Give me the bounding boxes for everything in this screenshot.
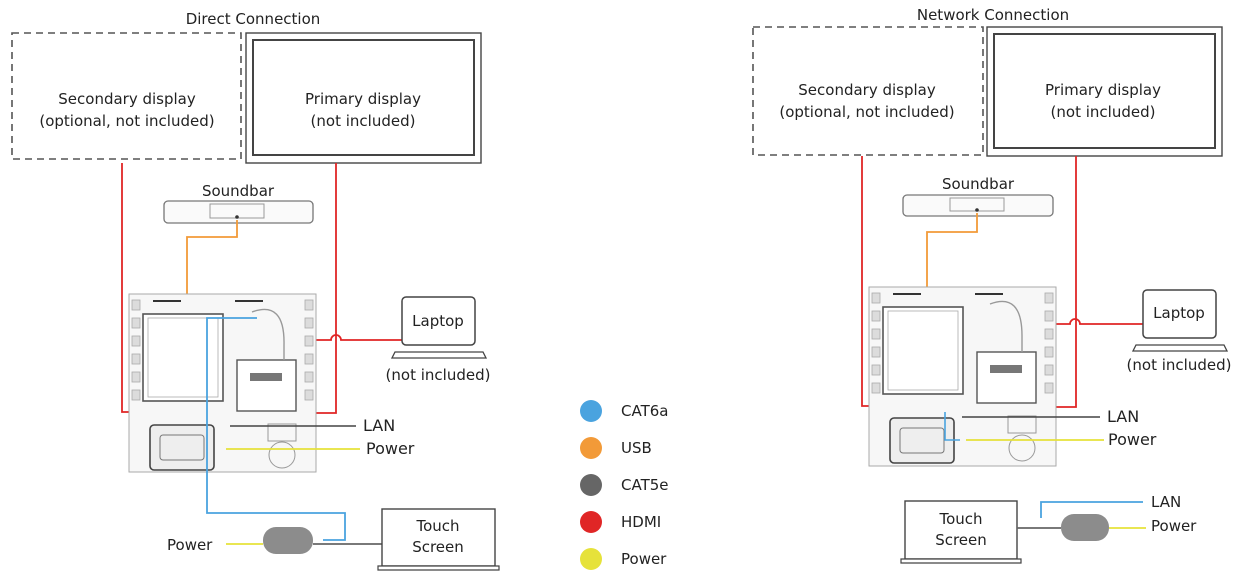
direct-laptop-note: (not included) xyxy=(386,366,491,384)
direct-touch-label-1: Touch xyxy=(415,517,459,535)
legend: CAT6a USB CAT5e HDMI Power xyxy=(580,400,669,570)
network-equipment-rack xyxy=(868,286,1057,467)
network-secondary-note: (optional, not included) xyxy=(779,103,954,121)
direct-primary-display: Primary display (not included) xyxy=(245,32,482,164)
network-lan-label: LAN xyxy=(1107,407,1139,426)
direct-laptop-label: Laptop xyxy=(412,312,464,330)
network-power-injector xyxy=(1061,514,1109,541)
direct-laptop: Laptop (not included) xyxy=(386,296,491,384)
svg-text:HDMI: HDMI xyxy=(621,513,661,531)
direct-power-label: Power xyxy=(366,439,415,458)
network-primary-display: Primary display (not included) xyxy=(986,26,1223,157)
network-power-label: Power xyxy=(1108,430,1157,449)
network-primary-note: (not included) xyxy=(1051,103,1156,121)
network-laptop-label: Laptop xyxy=(1153,304,1205,322)
direct-primary-label: Primary display xyxy=(305,90,421,108)
network-soundbar: Soundbar xyxy=(902,175,1054,217)
direct-lan-label: LAN xyxy=(363,416,395,435)
legend-item-usb: USB xyxy=(580,437,652,459)
direct-secondary-note: (optional, not included) xyxy=(39,112,214,130)
direct-cat6a-cable xyxy=(206,317,346,541)
direct-secondary-label: Secondary display xyxy=(58,90,196,108)
network-touch-screen: Touch Screen xyxy=(900,500,1022,564)
legend-item-power: Power xyxy=(580,548,667,570)
network-secondary-display: Secondary display (optional, not include… xyxy=(752,26,984,156)
network-touch-power-label: Power xyxy=(1151,517,1197,535)
legend-item-cat6a: CAT6a xyxy=(580,400,668,422)
network-touch-label-2: Screen xyxy=(935,531,987,549)
network-primary-label: Primary display xyxy=(1045,81,1161,99)
svg-text:Power: Power xyxy=(621,550,667,568)
direct-soundbar-label: Soundbar xyxy=(202,182,275,200)
network-touch-lan-label: LAN xyxy=(1151,493,1181,511)
network-connection-panel: Network Connection Secondary display (op… xyxy=(752,6,1232,564)
direct-soundbar: Soundbar xyxy=(163,182,314,224)
direct-power-injector xyxy=(263,527,313,554)
network-laptop: Laptop (not included) xyxy=(1127,289,1232,374)
network-touch-label-1: Touch xyxy=(938,510,982,528)
legend-item-cat5e: CAT5e xyxy=(580,474,669,496)
direct-title: Direct Connection xyxy=(186,10,321,28)
direct-primary-note: (not included) xyxy=(311,112,416,130)
network-title: Network Connection xyxy=(917,6,1069,24)
svg-text:CAT6a: CAT6a xyxy=(621,402,668,420)
legend-item-hdmi: HDMI xyxy=(580,511,661,533)
direct-touch-screen: Touch Screen xyxy=(377,508,500,571)
direct-equipment-rack xyxy=(128,293,317,473)
direct-connection-panel: Direct Connection Secondary display (opt… xyxy=(11,10,500,571)
svg-text:USB: USB xyxy=(621,439,652,457)
network-laptop-note: (not included) xyxy=(1127,356,1232,374)
direct-secondary-display: Secondary display (optional, not include… xyxy=(11,32,242,160)
direct-power-left-label: Power xyxy=(167,536,213,554)
network-secondary-label: Secondary display xyxy=(798,81,936,99)
svg-text:CAT5e: CAT5e xyxy=(621,476,669,494)
direct-touch-label-2: Screen xyxy=(412,538,464,556)
network-soundbar-label: Soundbar xyxy=(942,175,1015,193)
